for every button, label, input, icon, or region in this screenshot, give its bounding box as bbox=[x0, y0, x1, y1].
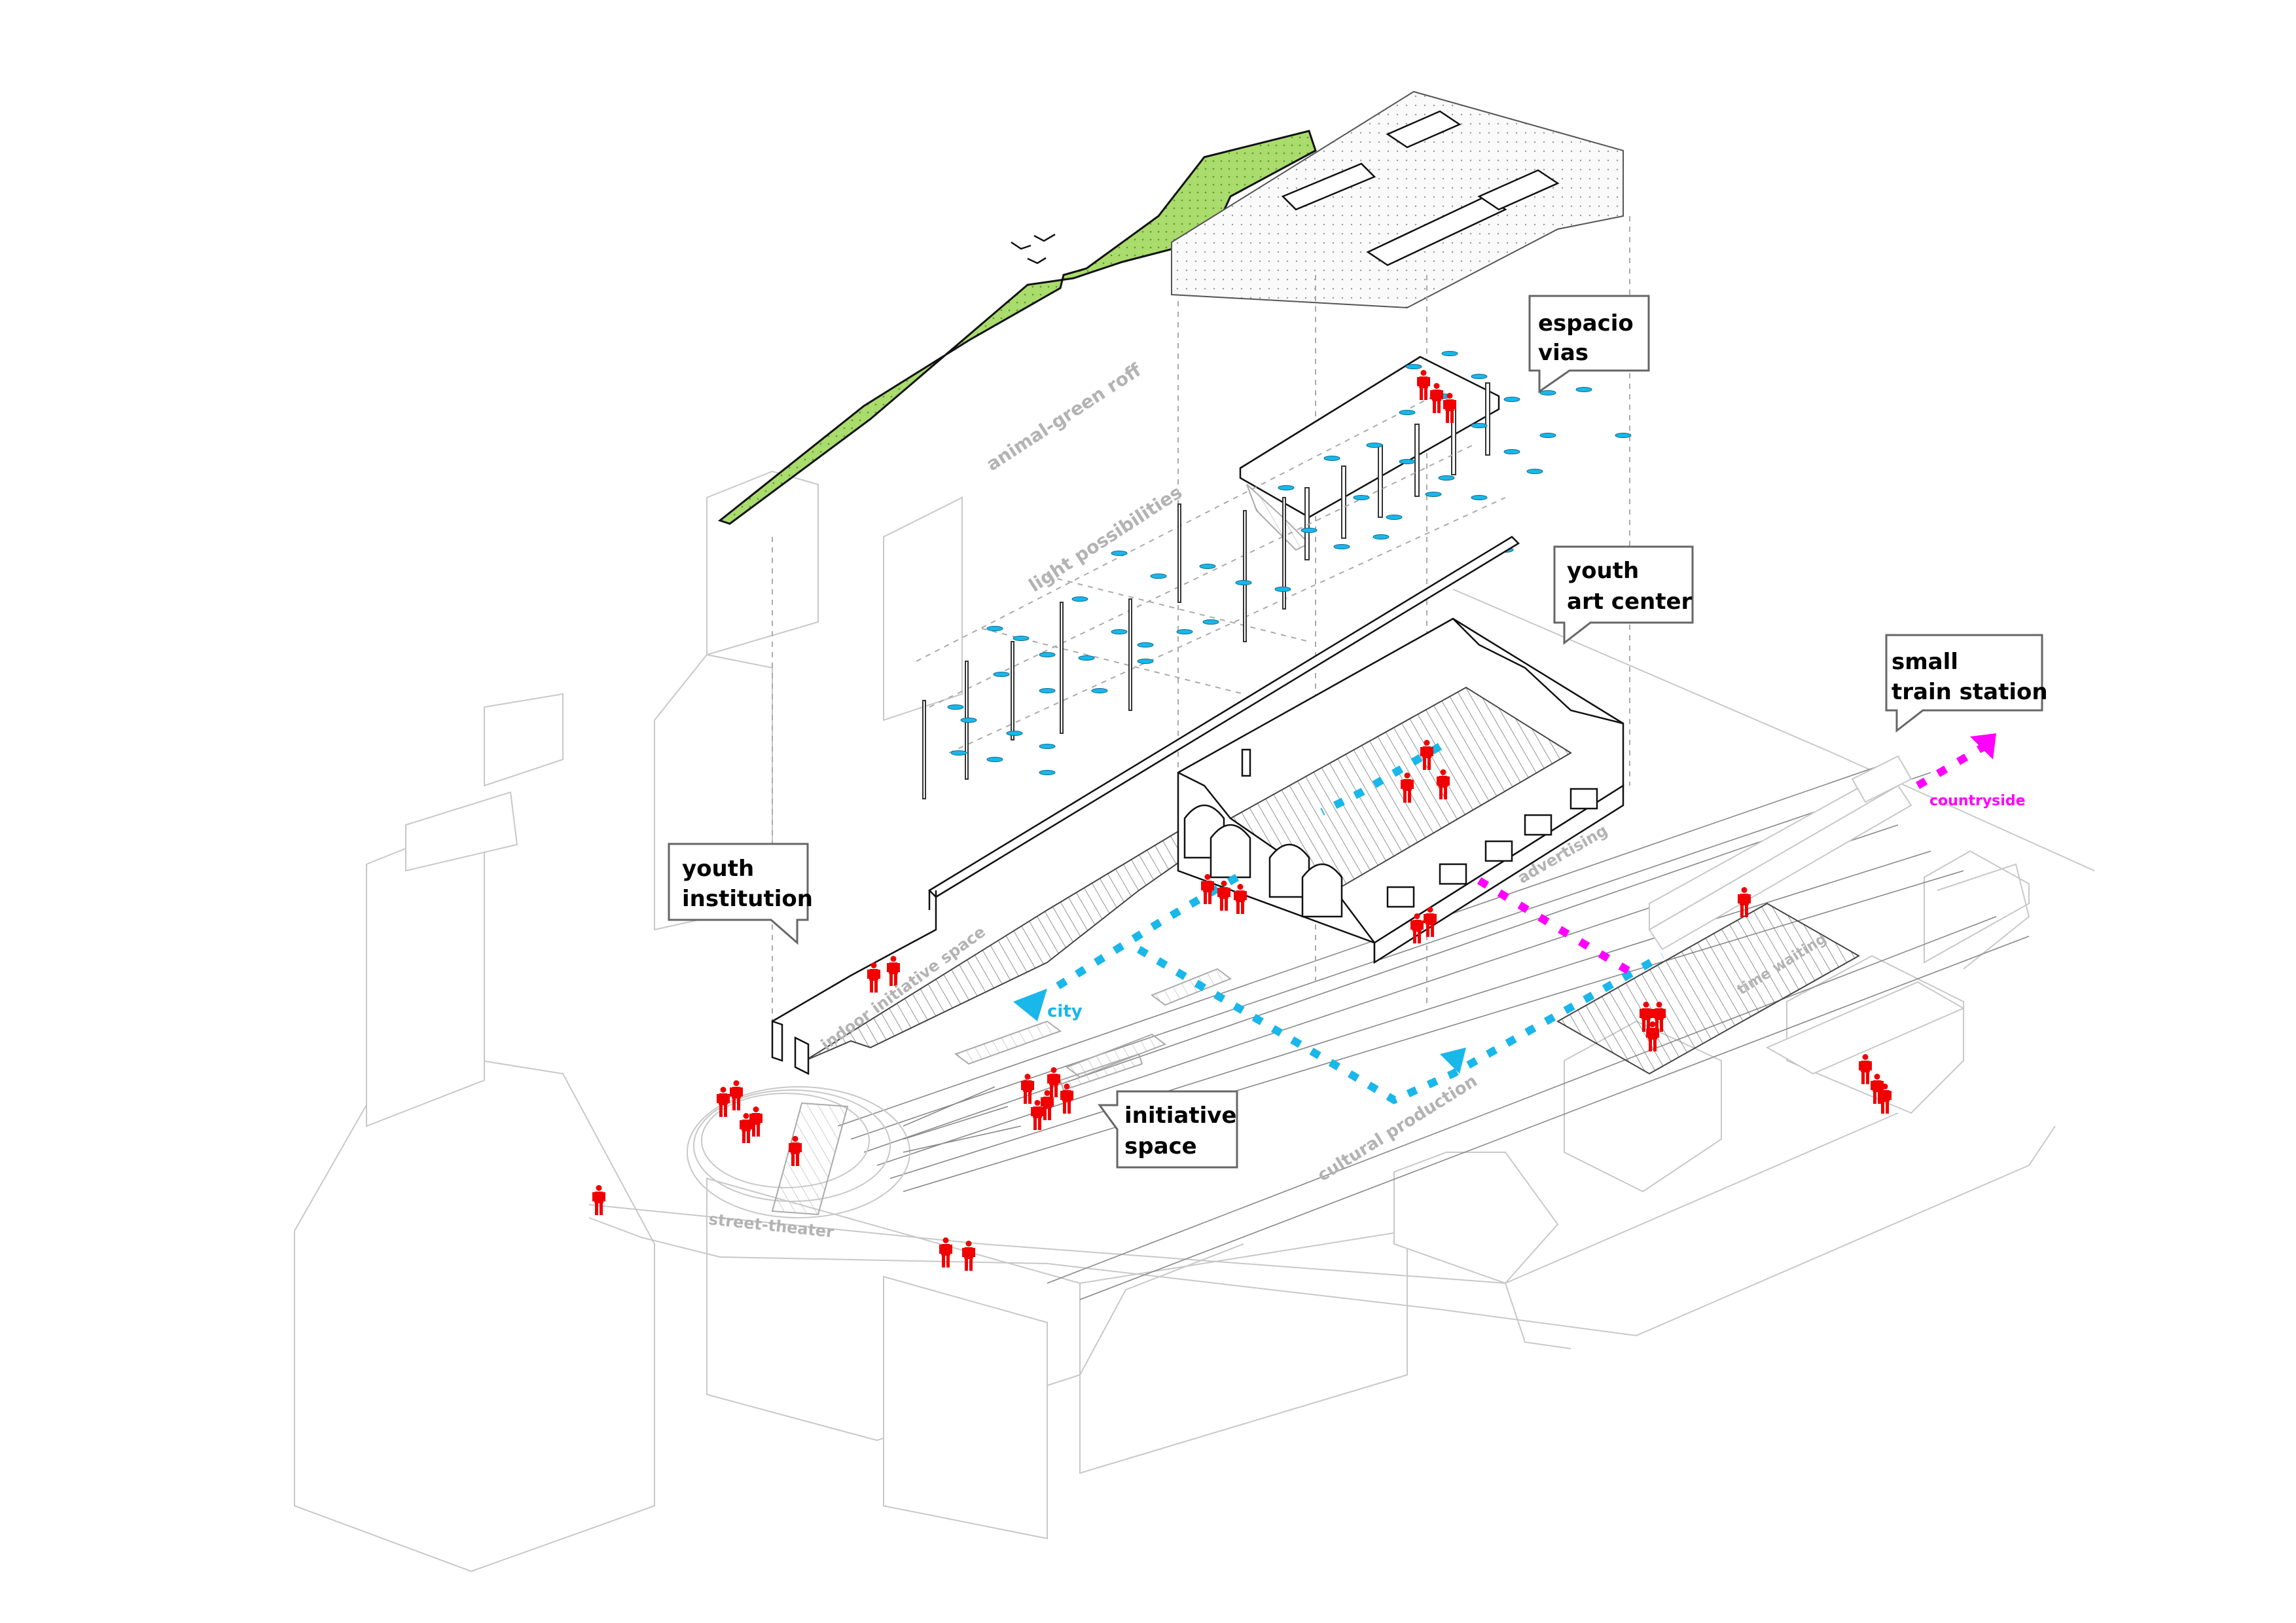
light-fixture bbox=[1526, 469, 1543, 474]
light-fixture bbox=[1441, 351, 1458, 356]
callout-small-train-station-line1: small bbox=[1892, 649, 1958, 675]
light-fixtures bbox=[947, 351, 1632, 775]
light-fixture bbox=[1425, 492, 1442, 497]
light-fixture bbox=[1399, 459, 1416, 464]
light-fixture bbox=[1399, 410, 1416, 415]
light-fixture bbox=[1039, 744, 1056, 749]
light-fixture bbox=[1013, 636, 1030, 641]
callout-espacio-vias: espacio vias bbox=[1528, 295, 1650, 393]
time-waiting-platform bbox=[1556, 902, 1861, 1075]
espacio-vias-canopy bbox=[1239, 356, 1500, 560]
callout-youth-art-center-line1: youth bbox=[1567, 558, 1639, 584]
light-fixture bbox=[1333, 544, 1350, 549]
callout-youth-institution-line1: youth bbox=[682, 856, 754, 882]
bench bbox=[1059, 1053, 1143, 1091]
platform bbox=[1065, 1033, 1167, 1078]
light-fixture bbox=[1078, 655, 1095, 661]
light-fixture bbox=[1199, 564, 1216, 569]
light-fixture bbox=[1366, 443, 1383, 448]
light-fixture bbox=[1503, 397, 1520, 402]
indoor-initiative-ramp bbox=[804, 830, 1206, 1061]
light-fixture bbox=[1353, 495, 1370, 500]
light-fixture bbox=[1372, 534, 1390, 539]
callout-youth-art-center-line2: art center bbox=[1567, 589, 1693, 615]
light-fixture bbox=[1278, 485, 1295, 490]
light-fixture bbox=[1323, 456, 1340, 461]
callout-youth-institution-line2: institution bbox=[682, 886, 813, 912]
light-fixture bbox=[1405, 364, 1422, 369]
canopy bbox=[1765, 981, 1965, 1075]
platform bbox=[954, 1020, 1062, 1065]
flow-label-city: city bbox=[1047, 1002, 1083, 1021]
light-fixture bbox=[1202, 619, 1219, 625]
person-figure bbox=[867, 962, 880, 993]
person-figure bbox=[749, 1106, 762, 1137]
long-wall bbox=[927, 536, 1520, 898]
train bbox=[1648, 755, 1912, 951]
street-theater bbox=[687, 1086, 1022, 1218]
countryside-route bbox=[1477, 733, 1996, 979]
green-roof bbox=[717, 130, 1317, 525]
route-arrowhead bbox=[1440, 1048, 1466, 1074]
light-fixture bbox=[960, 718, 977, 723]
callout-small-train-station: small train station bbox=[1885, 634, 2048, 733]
light-fixture bbox=[1111, 629, 1128, 634]
zone-label-light-possibilities: light possibilities bbox=[1025, 481, 1186, 596]
countryside-arrowhead bbox=[1970, 733, 1996, 759]
light-fixture bbox=[993, 672, 1010, 677]
platform bbox=[1150, 968, 1232, 1006]
light-fixture bbox=[1471, 423, 1488, 428]
callout-initiative-space: initiative space bbox=[1098, 1090, 1238, 1169]
light-fixture bbox=[1615, 433, 1632, 438]
light-fixture bbox=[1176, 629, 1193, 634]
light-fixture bbox=[986, 626, 1003, 631]
light-fixture bbox=[1386, 515, 1403, 520]
callout-small-train-station-line2: train station bbox=[1892, 679, 2048, 705]
youth-art-center bbox=[1177, 617, 1624, 964]
callout-youth-art-center: youth art center bbox=[1553, 545, 1694, 646]
light-fixture bbox=[986, 757, 1003, 762]
birds bbox=[1011, 233, 1056, 264]
light-fixture bbox=[1071, 596, 1088, 602]
city-arrowhead bbox=[1013, 989, 1047, 1021]
light-fixture bbox=[1091, 688, 1108, 693]
light-fixture bbox=[1438, 475, 1455, 481]
flow-label-countryside: countryside bbox=[1929, 793, 2026, 809]
light-fixture bbox=[1039, 652, 1056, 657]
callout-espacio-vias-line1: espacio bbox=[1538, 310, 1634, 337]
light-fixture bbox=[1137, 642, 1154, 647]
callout-espacio-vias-line2: vias bbox=[1538, 340, 1588, 366]
zone-label-animal-green-roof: animal-green roff bbox=[982, 359, 1145, 475]
light-fixture bbox=[1300, 528, 1318, 533]
light-fixture bbox=[1274, 587, 1291, 592]
roof-skylights bbox=[1281, 110, 1560, 266]
light-fixture bbox=[1111, 551, 1128, 556]
light-fixture bbox=[1539, 390, 1556, 395]
light-fixture bbox=[1150, 574, 1167, 579]
solar-roof bbox=[1171, 90, 1624, 309]
person-figure bbox=[730, 1080, 743, 1110]
light-fixture bbox=[1137, 659, 1154, 664]
light-fixture bbox=[950, 750, 967, 756]
light-fixture bbox=[1039, 770, 1056, 775]
context-buildings bbox=[294, 470, 2095, 1573]
person-figure bbox=[1021, 1074, 1034, 1104]
callout-youth-institution: youth institution bbox=[668, 843, 813, 945]
light-fixture bbox=[1039, 688, 1056, 693]
light-fixture bbox=[947, 704, 964, 710]
light-fixture bbox=[1006, 731, 1023, 736]
callout-initiative-space-line1: initiative bbox=[1124, 1103, 1237, 1129]
callout-initiative-space-line2: space bbox=[1124, 1133, 1197, 1159]
light-fixture bbox=[1471, 374, 1488, 379]
light-fixture bbox=[1235, 580, 1252, 585]
light-fixture bbox=[1471, 495, 1488, 500]
light-fixture bbox=[1575, 387, 1592, 392]
light-fixture bbox=[1539, 433, 1556, 438]
light-fixture bbox=[1503, 449, 1520, 454]
